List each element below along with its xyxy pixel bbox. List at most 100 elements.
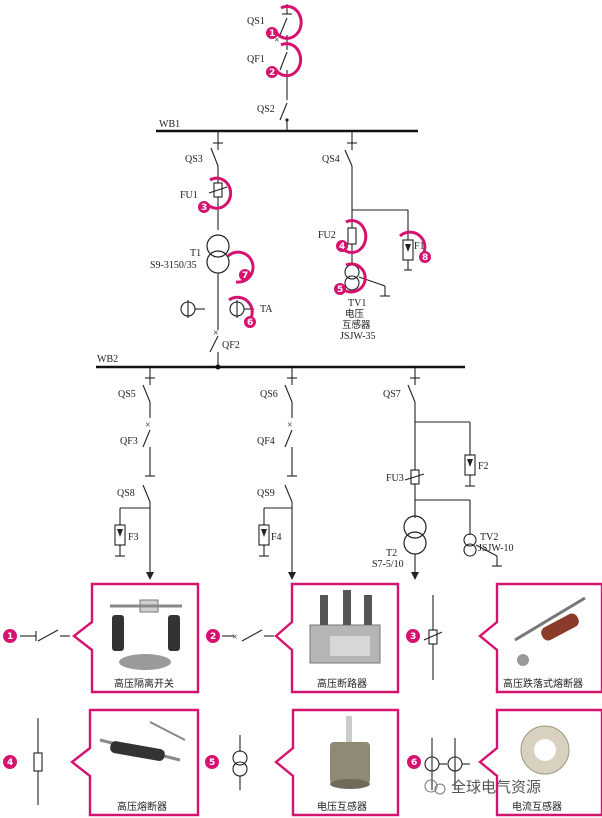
svg-text:5: 5 bbox=[337, 285, 343, 295]
incoming-feeder: × bbox=[274, 4, 292, 130]
badge-7 bbox=[239, 269, 251, 281]
drop-fuse-photo bbox=[514, 596, 586, 666]
badge-2 bbox=[266, 66, 278, 78]
svg-text:1: 1 bbox=[7, 632, 13, 642]
qs6-label: QS6 bbox=[260, 389, 278, 400]
legend-badge-1 bbox=[3, 629, 17, 643]
tv2-label: TV2 bbox=[480, 532, 498, 543]
badge-1 bbox=[266, 27, 278, 39]
svg-text:×: × bbox=[287, 420, 293, 431]
wb2-label: WB2 bbox=[97, 354, 118, 365]
svg-text:6: 6 bbox=[247, 318, 253, 328]
legend-card-3 bbox=[478, 582, 602, 694]
highlight-ring-1 bbox=[274, 4, 303, 40]
tv1-cn1: 电压 bbox=[345, 308, 365, 320]
qf3-label: QF3 bbox=[120, 436, 138, 447]
branch-t1: × bbox=[180, 131, 254, 366]
t2-model: S7-5/10 bbox=[372, 559, 404, 570]
qs4-label: QS4 bbox=[322, 154, 340, 165]
legend-caption-4: 高压熔断器 bbox=[117, 800, 167, 813]
legend-caption-5: 电压互感器 bbox=[317, 800, 367, 813]
highlight-ring-2 bbox=[274, 42, 303, 78]
f3-label: F3 bbox=[128, 532, 139, 543]
svg-text:4: 4 bbox=[7, 758, 13, 768]
qs5-label: QS5 bbox=[118, 389, 136, 400]
legend-caption-1: 高压隔离开关 bbox=[114, 677, 174, 690]
voltage-transformer-photo bbox=[330, 716, 370, 789]
watermark-text: 全球电气资源 bbox=[451, 778, 541, 796]
tv1-model: JSJW-35 bbox=[340, 331, 376, 342]
breaker-symbol: × bbox=[222, 629, 274, 643]
badge-4 bbox=[336, 240, 348, 252]
legend-caption-3: 高压跌落式熔断器 bbox=[503, 677, 583, 690]
badge-6 bbox=[244, 316, 256, 328]
svg-text:2: 2 bbox=[210, 632, 216, 642]
legend-badge-6 bbox=[407, 755, 421, 769]
svg-text:×: × bbox=[274, 35, 280, 46]
svg-text:×: × bbox=[213, 328, 219, 339]
qs3-label: QS3 bbox=[185, 154, 203, 165]
qs7-label: QS7 bbox=[383, 389, 401, 400]
fu2-label: FU2 bbox=[318, 230, 336, 241]
svg-text:4: 4 bbox=[339, 242, 345, 252]
svg-text:5: 5 bbox=[209, 758, 215, 768]
qs1-label: QS1 bbox=[247, 16, 265, 27]
fuse-photo bbox=[99, 721, 186, 762]
badge-5 bbox=[334, 283, 346, 295]
breaker-photo bbox=[309, 590, 381, 664]
svg-text:3: 3 bbox=[410, 632, 416, 642]
qf4-label: QF4 bbox=[257, 436, 275, 447]
badge-3 bbox=[198, 201, 210, 213]
qf2-label: QF2 bbox=[222, 340, 240, 351]
tv1-cn2: 互感器 bbox=[342, 319, 371, 331]
watermark: 全球电气资源 bbox=[424, 778, 541, 796]
feeder-qs5: × bbox=[114, 367, 155, 580]
svg-text:1: 1 bbox=[269, 29, 275, 39]
t1-model: S9-3150/35 bbox=[150, 260, 197, 271]
svg-text:7: 7 bbox=[242, 271, 248, 281]
feeder-qs7 bbox=[403, 367, 502, 580]
svg-text:8: 8 bbox=[422, 253, 428, 263]
badge-8 bbox=[419, 251, 431, 263]
t1-label: T1 bbox=[190, 248, 201, 259]
ta-label: TA bbox=[260, 304, 273, 315]
legend-caption-2: 高压断路器 bbox=[317, 677, 367, 690]
tv2-model: JSJW-10 bbox=[478, 543, 514, 554]
current-transformer-symbol bbox=[424, 738, 470, 790]
branch-tv1 bbox=[344, 131, 414, 297]
legend-badge-4 bbox=[3, 755, 17, 769]
drop-fuse-symbol bbox=[423, 595, 443, 680]
qs8-label: QS8 bbox=[117, 488, 135, 499]
legend-badge-3 bbox=[406, 629, 420, 643]
qs9-label: QS9 bbox=[257, 488, 275, 499]
svg-text:3: 3 bbox=[201, 203, 207, 213]
isolator-switch-photo bbox=[110, 599, 182, 670]
svg-text:×: × bbox=[145, 420, 151, 431]
highlight-ring-7 bbox=[226, 250, 255, 284]
legend-card-4 bbox=[70, 708, 200, 817]
feeder-qs6: × bbox=[258, 367, 297, 580]
isolator-switch-symbol bbox=[20, 629, 70, 642]
f2-label: F2 bbox=[478, 461, 489, 472]
highlight-ring-5 bbox=[343, 262, 367, 294]
t2-label: T2 bbox=[386, 548, 397, 559]
highlight-ring-3 bbox=[207, 176, 233, 210]
qs2-label: QS2 bbox=[257, 104, 275, 115]
f4-label: F4 bbox=[271, 532, 282, 543]
legend-badge-2 bbox=[206, 629, 220, 643]
fu3-label: FU3 bbox=[386, 473, 404, 484]
svg-text:×: × bbox=[232, 632, 238, 643]
voltage-transformer-symbol bbox=[232, 735, 248, 790]
qf1-label: QF1 bbox=[247, 54, 265, 65]
fuse-symbol bbox=[33, 718, 43, 805]
highlight-ring-4 bbox=[340, 219, 368, 255]
legend-caption-6: 电流互感器 bbox=[512, 800, 562, 813]
svg-text:2: 2 bbox=[269, 68, 275, 78]
wb1-label: WB1 bbox=[159, 119, 180, 130]
svg-text:6: 6 bbox=[411, 758, 417, 768]
current-transformer-photo bbox=[520, 725, 570, 775]
tv1-label: TV1 bbox=[348, 298, 366, 309]
fu1-label: FU1 bbox=[180, 190, 198, 201]
legend-badge-5 bbox=[205, 755, 219, 769]
